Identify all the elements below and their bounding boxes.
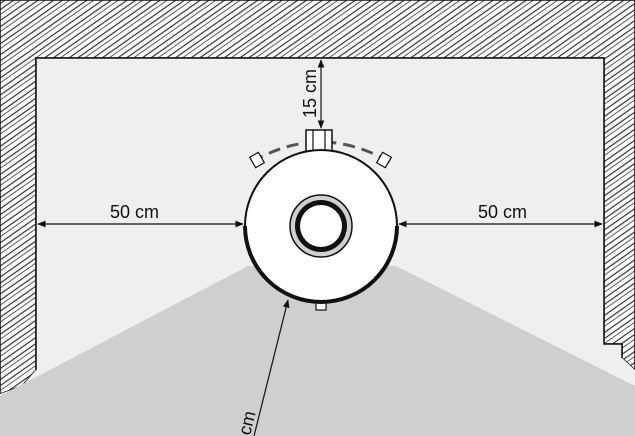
floor-clearance-zone	[0, 266, 635, 436]
front-dimension-line	[253, 299, 290, 436]
heater-top-view-icon	[243, 129, 399, 311]
left-clearance-label: 50 cm	[110, 202, 159, 222]
right-clearance-label: 50 cm	[478, 202, 527, 222]
top-clearance-label: 15 cm	[300, 69, 320, 118]
recess-outline	[35, 57, 623, 370]
